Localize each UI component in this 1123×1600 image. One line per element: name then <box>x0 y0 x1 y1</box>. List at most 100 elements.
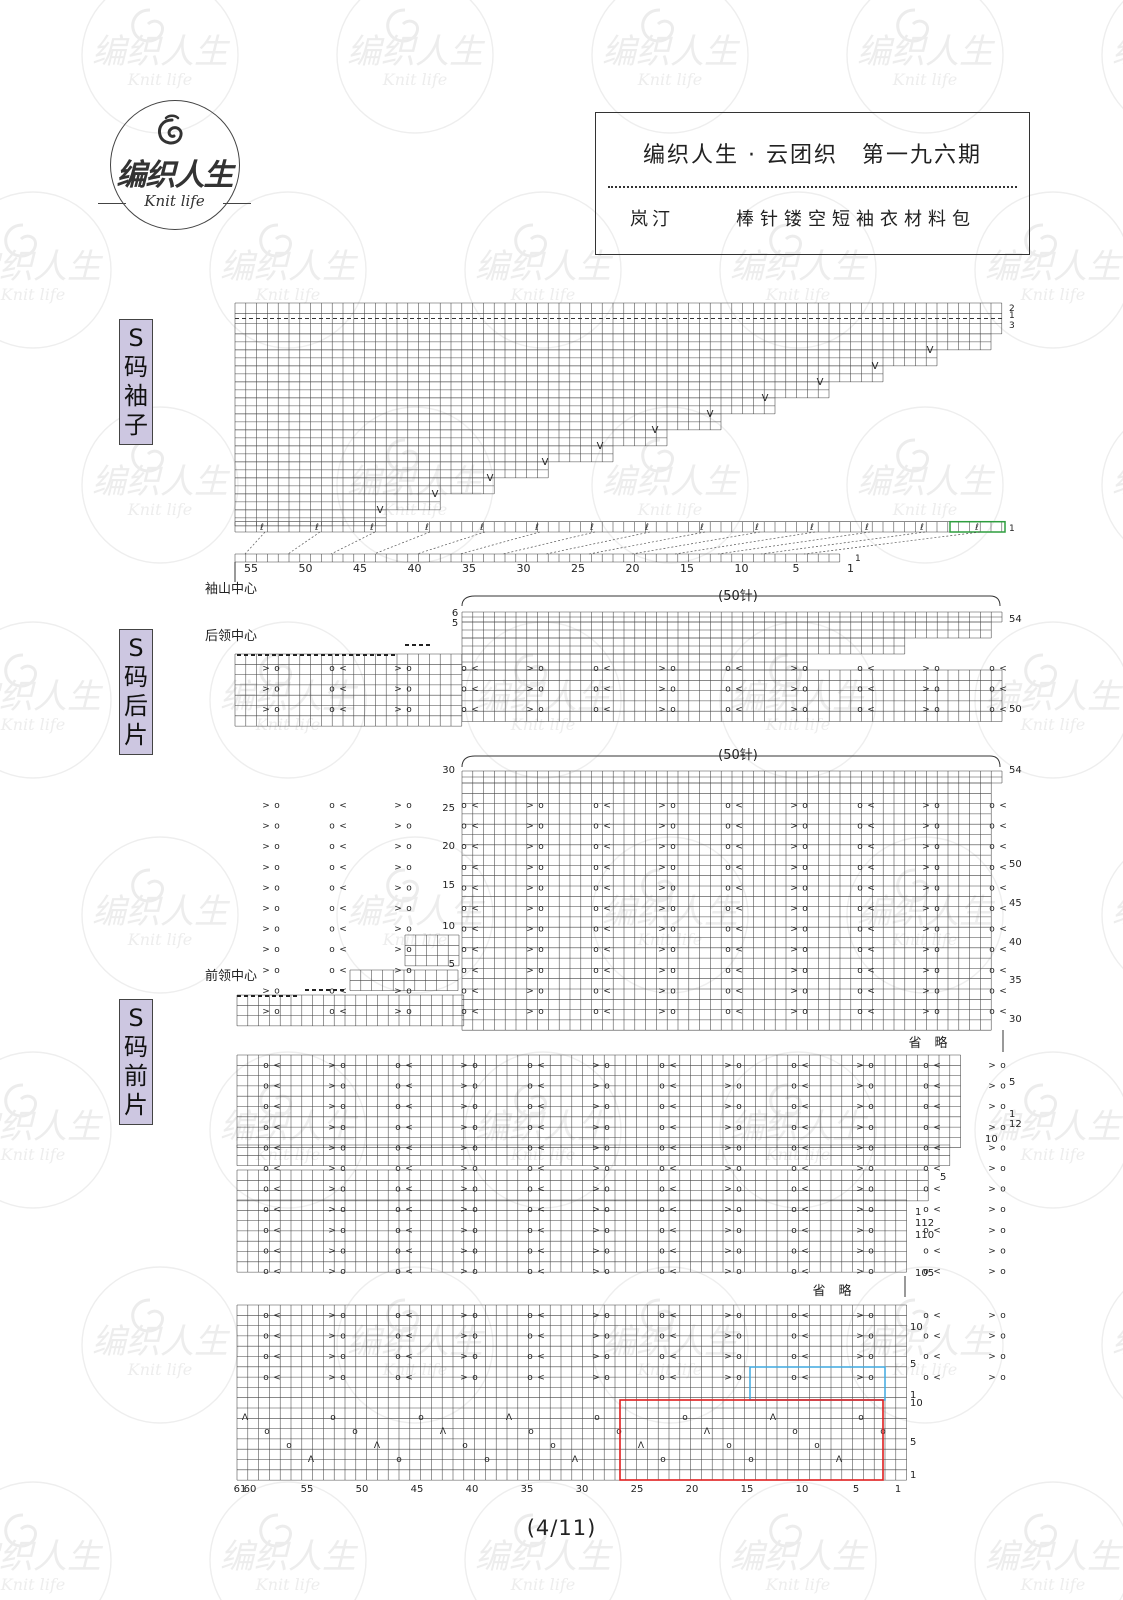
decrease-symbol: < <box>471 685 479 695</box>
back-size-label: S 码 后 片 <box>119 629 153 755</box>
guide-line <box>631 531 761 555</box>
watermark-text: 编织人生 <box>92 892 231 932</box>
hem-symbol: o <box>616 1427 622 1437</box>
lace-symbol: o <box>538 705 544 715</box>
lace-symbol: o <box>868 1352 874 1362</box>
stitch-tick: 10 <box>796 1484 809 1495</box>
lace-symbol: o <box>395 1185 401 1195</box>
watermark-circle <box>209 1051 367 1209</box>
lace-symbol: o <box>472 1205 478 1215</box>
guide-line <box>244 531 266 555</box>
hem-symbol: o <box>286 1441 292 1451</box>
decrease-symbol: > <box>592 1373 600 1383</box>
lace-symbol: o <box>340 1185 346 1195</box>
decrease-symbol: > <box>526 685 534 695</box>
lace-symbol: o <box>802 664 808 674</box>
lace-symbol: o <box>461 1007 467 1017</box>
decrease-symbol: < <box>735 883 743 893</box>
decrease-symbol: < <box>405 1082 413 1092</box>
decrease-symbol: > <box>328 1185 336 1195</box>
lace-symbol: o <box>593 904 599 914</box>
watermark-text: 编织人生 <box>857 32 996 72</box>
watermark-circle <box>846 836 1004 994</box>
row-label: 105 <box>915 1268 934 1279</box>
lace-symbol: o <box>593 966 599 976</box>
lace-symbol: o <box>538 883 544 893</box>
decrease-symbol: > <box>328 1082 336 1092</box>
lace-symbol: o <box>989 842 995 852</box>
decrease-symbol: > <box>790 801 798 811</box>
lace-symbol: o <box>1000 1332 1006 1342</box>
lace-symbol: o <box>923 1143 929 1153</box>
lace-symbol: o <box>659 1061 665 1071</box>
row-label: 112 <box>915 1218 934 1229</box>
decrease-symbol: > <box>988 1123 996 1133</box>
brand-logo: 编织人生 Knit life <box>92 100 257 230</box>
guide-line <box>803 531 981 555</box>
page-number: (4/11) <box>526 1516 597 1540</box>
decrease-symbol: > <box>460 1123 468 1133</box>
watermark-circle <box>1101 430 1123 540</box>
lace-symbol: o <box>659 1102 665 1112</box>
lace-symbol: o <box>868 1373 874 1383</box>
decrease-symbol: > <box>328 1352 336 1362</box>
decrease-symbol: < <box>603 883 611 893</box>
sleeve-grid-step <box>234 445 614 463</box>
increase-symbol: ℓ <box>919 523 924 533</box>
front-grid-neck-step <box>404 934 460 967</box>
lace-symbol: o <box>538 685 544 695</box>
decrease-symbol: < <box>669 1061 677 1071</box>
decrease-symbol: < <box>801 1082 809 1092</box>
decrease-symbol: > <box>592 1164 600 1174</box>
lace-symbol: o <box>659 1185 665 1195</box>
decrease-symbol: < <box>669 1102 677 1112</box>
lace-symbol: o <box>274 685 280 695</box>
lace-symbol: o <box>659 1164 665 1174</box>
decrease-symbol: > <box>724 1352 732 1362</box>
watermark-swirl-icon <box>131 8 164 43</box>
guide-line <box>416 531 486 555</box>
decrease-symbol: < <box>933 1373 941 1383</box>
lace-symbol: o <box>527 1246 533 1256</box>
decrease-symbol: > <box>988 1082 996 1092</box>
decrease-symbol: < <box>405 1352 413 1362</box>
increase-symbol: ℓ <box>424 523 429 533</box>
decrease-symbol: < <box>603 842 611 852</box>
lace-symbol: o <box>604 1082 610 1092</box>
decrease-symbol: < <box>471 705 479 715</box>
lace-symbol: o <box>274 664 280 674</box>
lace-symbol: o <box>659 1205 665 1215</box>
row-label: 5 <box>910 1359 916 1370</box>
lace-symbol: o <box>659 1082 665 1092</box>
front-grid-upper <box>461 782 992 1031</box>
decrease-symbol: > <box>856 1082 864 1092</box>
hem-symbol: o <box>814 1441 820 1451</box>
decrease-symbol: > <box>790 1007 798 1017</box>
lace-symbol: o <box>538 945 544 955</box>
row-label: 30 <box>442 765 455 776</box>
decrease-symbol: > <box>460 1102 468 1112</box>
lace-symbol: o <box>736 1246 742 1256</box>
lace-symbol: o <box>868 1205 874 1215</box>
watermark-text: Knit life <box>510 285 576 304</box>
decrease-symbol: < <box>801 1311 809 1321</box>
decrease-symbol: > <box>724 1332 732 1342</box>
lace-symbol: o <box>263 1185 269 1195</box>
lace-symbol: o <box>989 925 995 935</box>
kit-subtitle: 棒针镂空短袖衣材料包 <box>736 209 976 230</box>
decrease-symbol: > <box>526 1007 534 1017</box>
lace-symbol: o <box>1000 1373 1006 1383</box>
lace-symbol: o <box>725 883 731 893</box>
lace-symbol: o <box>461 822 467 832</box>
decrease-symbol: > <box>328 1226 336 1236</box>
watermark-swirl-icon <box>1024 223 1057 258</box>
lace-symbol: o <box>472 1061 478 1071</box>
decrease-symbol: > <box>394 1007 402 1017</box>
lace-symbol: o <box>659 1352 665 1362</box>
dotted-divider <box>608 186 1017 188</box>
lace-symbol: o <box>791 1102 797 1112</box>
lace-symbol: o <box>604 1061 610 1071</box>
lace-symbol: o <box>604 1332 610 1342</box>
label-char: 码 <box>124 353 148 381</box>
decrease-symbol: < <box>471 664 479 674</box>
